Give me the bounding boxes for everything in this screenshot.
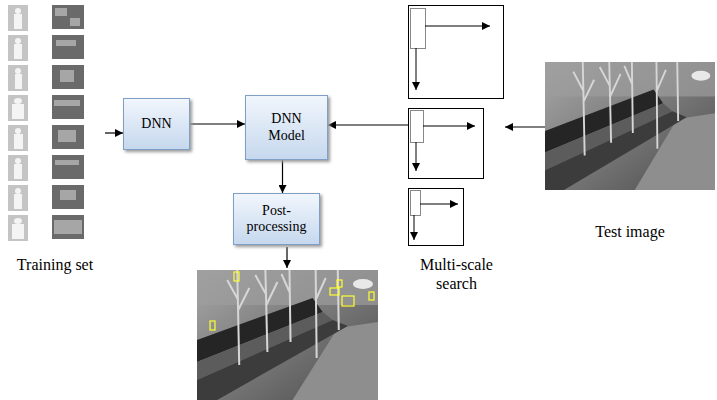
search-windows <box>409 6 504 246</box>
test-image-panel: Test image <box>545 62 715 241</box>
process-box: DNN Model <box>245 95 328 160</box>
box-label: DNN <box>141 116 171 132</box>
multi-scale-search: Multi-scale search <box>408 5 505 293</box>
box-label: DNN Model <box>262 111 312 143</box>
arrow-connector <box>190 123 245 124</box>
arrow-connector <box>282 160 283 193</box>
training-set: Training set <box>5 5 105 274</box>
arrow-connector <box>505 126 545 127</box>
box-label: Post-processing <box>241 203 313 235</box>
caption: Training set <box>5 255 105 274</box>
caption: Multi-scale search <box>408 255 505 293</box>
training-thumbnails <box>8 5 84 241</box>
test-image <box>545 62 715 190</box>
arrow-connector <box>328 124 408 125</box>
output-image <box>197 270 378 400</box>
arrow-connector <box>105 132 123 133</box>
process-box: Post-processing <box>233 193 320 245</box>
process-box: DNN <box>123 98 190 150</box>
caption: Test image <box>545 222 715 241</box>
output-arrow <box>286 247 287 268</box>
